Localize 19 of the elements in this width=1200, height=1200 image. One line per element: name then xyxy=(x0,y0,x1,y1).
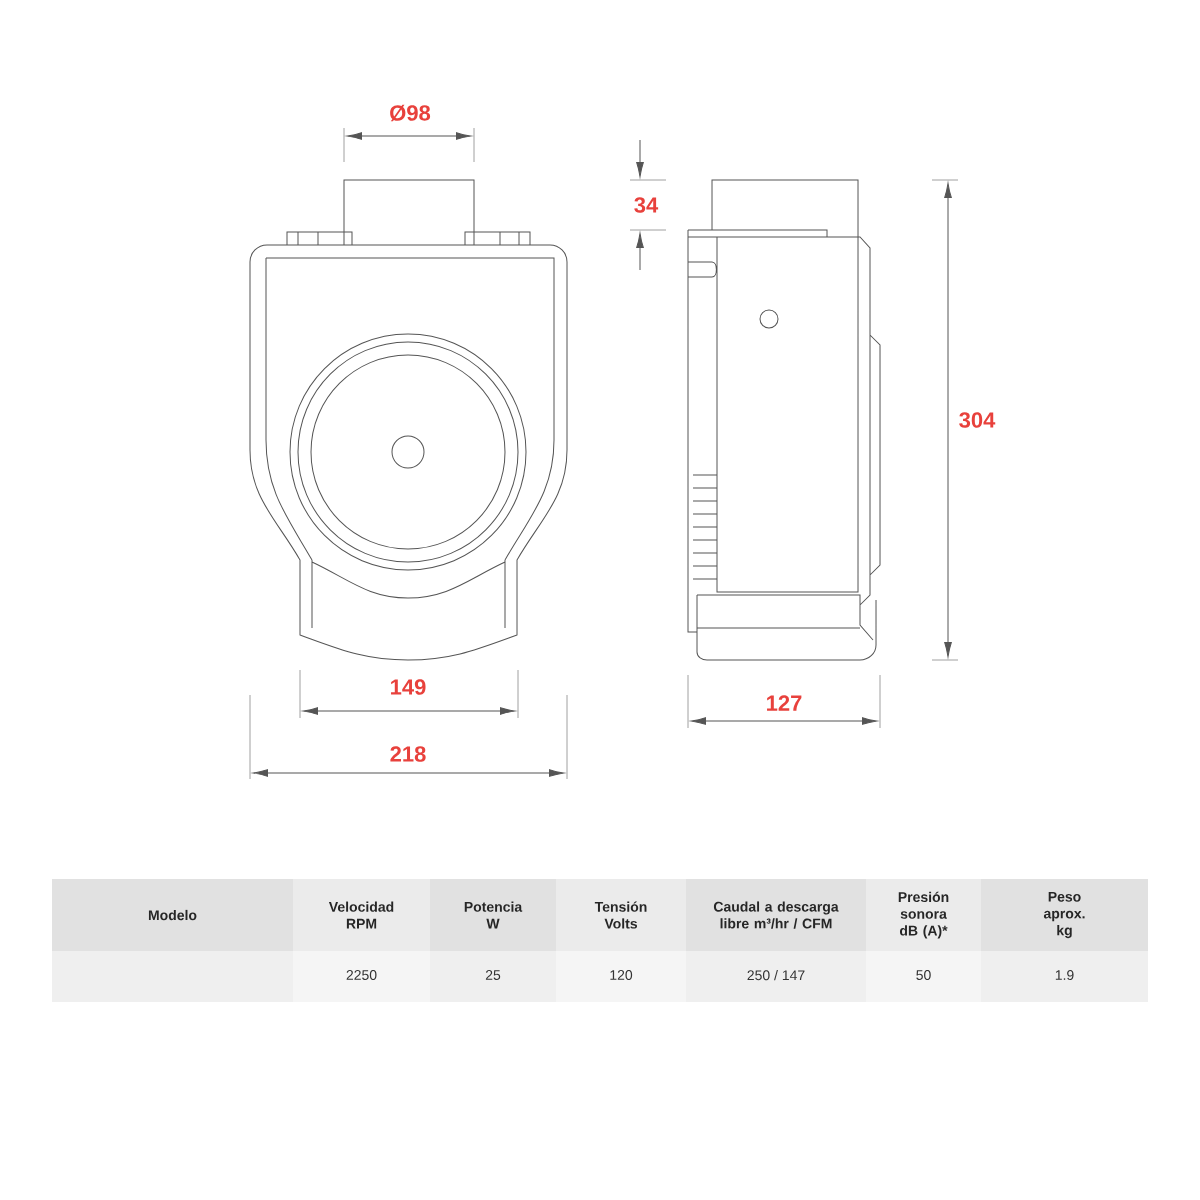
table-cell: 50 xyxy=(866,951,981,1002)
dimension-label: 218 xyxy=(390,746,426,762)
dimension-label: 149 xyxy=(391,679,426,695)
column-header: Peso aprox. kg xyxy=(981,879,1148,951)
table-cell: 25 xyxy=(430,951,556,1002)
dimension-label: 34 xyxy=(634,197,659,213)
column-header: Tensión Volts xyxy=(556,879,686,951)
dimension-label: 127 xyxy=(767,695,802,711)
column-header: Potencia W xyxy=(430,879,556,951)
column-header: Velocidad RPM xyxy=(293,879,430,951)
table-cell: 120 xyxy=(556,951,686,1002)
table-cell: 2250 xyxy=(293,951,430,1002)
column-header: Caudal a descarga libre m³/hr / CFM xyxy=(686,879,866,951)
table-cell: 250 / 147 xyxy=(686,951,866,1002)
dimension-label: 304 xyxy=(959,412,996,428)
column-header: Modelo xyxy=(52,879,293,951)
table-cell: 1.9 xyxy=(981,951,1148,1002)
column-header: Presión sonora dB (A)* xyxy=(866,879,981,951)
dimension-label: Ø98 xyxy=(390,104,431,122)
